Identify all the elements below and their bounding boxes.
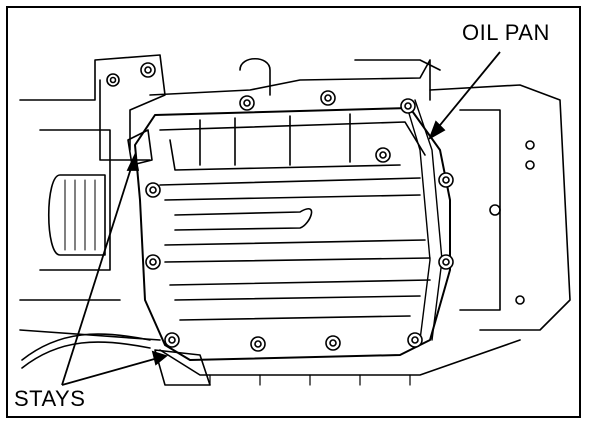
stays-arrowhead-upper <box>126 152 140 171</box>
figure-border <box>6 6 581 418</box>
stays-leader-line-upper <box>61 164 133 386</box>
oil-pan-arrowhead <box>428 120 446 141</box>
oil-pan-leader-line <box>435 51 501 131</box>
stays-leader-line-lower <box>61 357 159 386</box>
oil-pan-label: OIL PAN <box>462 20 550 45</box>
stays-label: STAYS <box>14 386 86 411</box>
stays-arrowhead-lower <box>151 350 168 366</box>
